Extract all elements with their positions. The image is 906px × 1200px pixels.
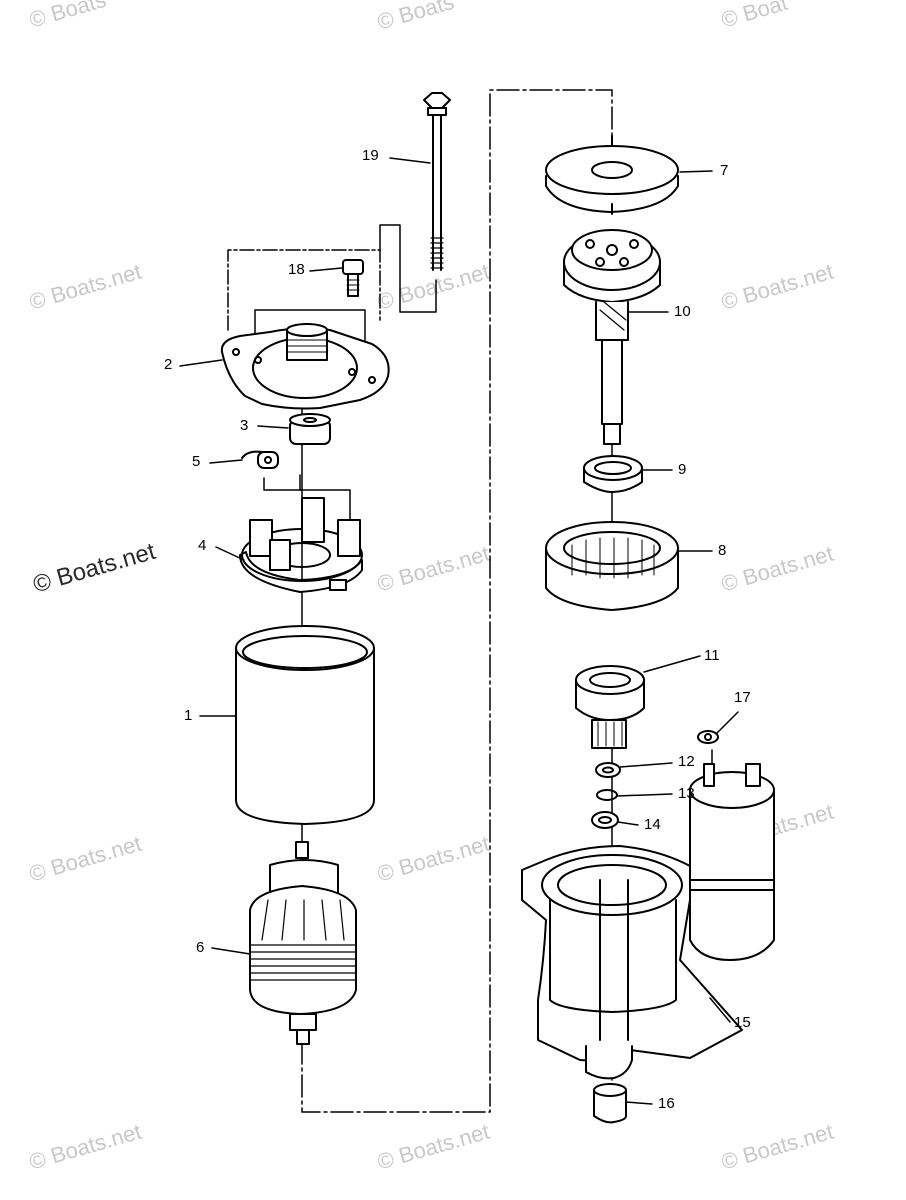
bolt-bracket — [227, 249, 381, 331]
callout-3: 3 — [240, 417, 249, 434]
callout-18: 18 — [288, 261, 305, 278]
collar-part-12 — [595, 762, 621, 778]
callout-11: 11 — [704, 647, 720, 664]
leader-18 — [309, 267, 343, 272]
end-plate-part-2 — [220, 323, 390, 410]
brush-holder-part-4 — [239, 497, 363, 593]
leader-12 — [619, 762, 673, 768]
callout-1: 1 — [184, 707, 193, 724]
leader-15 — [709, 997, 731, 1023]
screw-part-18 — [342, 259, 364, 297]
spring-part-5 — [241, 450, 279, 469]
leader-13 — [616, 793, 673, 797]
callout-5: 5 — [192, 453, 201, 470]
internal-gear-part-8 — [545, 521, 679, 611]
leader-4 — [215, 546, 245, 561]
leader-7 — [679, 170, 713, 173]
callout-7: 7 — [720, 162, 729, 179]
yoke-housing-part-1 — [235, 625, 375, 825]
callout-14: 14 — [644, 816, 661, 833]
leader-3 — [257, 425, 289, 429]
leader-14 — [617, 821, 639, 826]
through-bolt-part-19 — [423, 92, 451, 271]
brush-bracket — [254, 309, 366, 341]
callout-6: 6 — [196, 939, 205, 956]
leader-lines — [179, 157, 739, 1105]
main-assembly-line — [301, 89, 613, 1113]
nut-part-17 — [697, 730, 719, 744]
leader-5 — [209, 459, 243, 464]
bearing-part-3 — [289, 413, 331, 445]
callout-16: 16 — [658, 1095, 675, 1112]
brush-bracket-2 — [263, 477, 351, 521]
callout-9: 9 — [678, 461, 687, 478]
bolt-bracket-2 — [379, 224, 437, 313]
callout-2: 2 — [164, 356, 173, 373]
callout-13: 13 — [678, 785, 695, 802]
callout-8: 8 — [718, 542, 727, 559]
leader-2 — [179, 359, 223, 367]
bearing-part-9 — [583, 455, 643, 493]
leader-16 — [625, 1101, 653, 1105]
callout-10: 10 — [674, 303, 691, 320]
bushing-part-16 — [593, 1083, 627, 1124]
planetary-shaft-part-10 — [563, 229, 661, 445]
leader-6 — [211, 947, 251, 955]
callout-15: 15 — [734, 1014, 751, 1031]
drive-housing-part-15 — [521, 763, 775, 1080]
callout-17: 17 — [734, 689, 751, 706]
stop-ring-part-14 — [591, 811, 619, 829]
leader-19 — [389, 157, 431, 164]
armature-part-6 — [249, 841, 357, 1045]
snap-ring-part-13 — [596, 789, 618, 801]
callout-4: 4 — [198, 537, 207, 554]
leader-11 — [643, 655, 701, 673]
leader-17 — [715, 711, 739, 735]
cover-plate-part-7 — [545, 135, 679, 215]
pinion-clutch-part-11 — [575, 665, 645, 749]
callout-19: 19 — [362, 147, 379, 164]
callout-12: 12 — [678, 753, 695, 770]
